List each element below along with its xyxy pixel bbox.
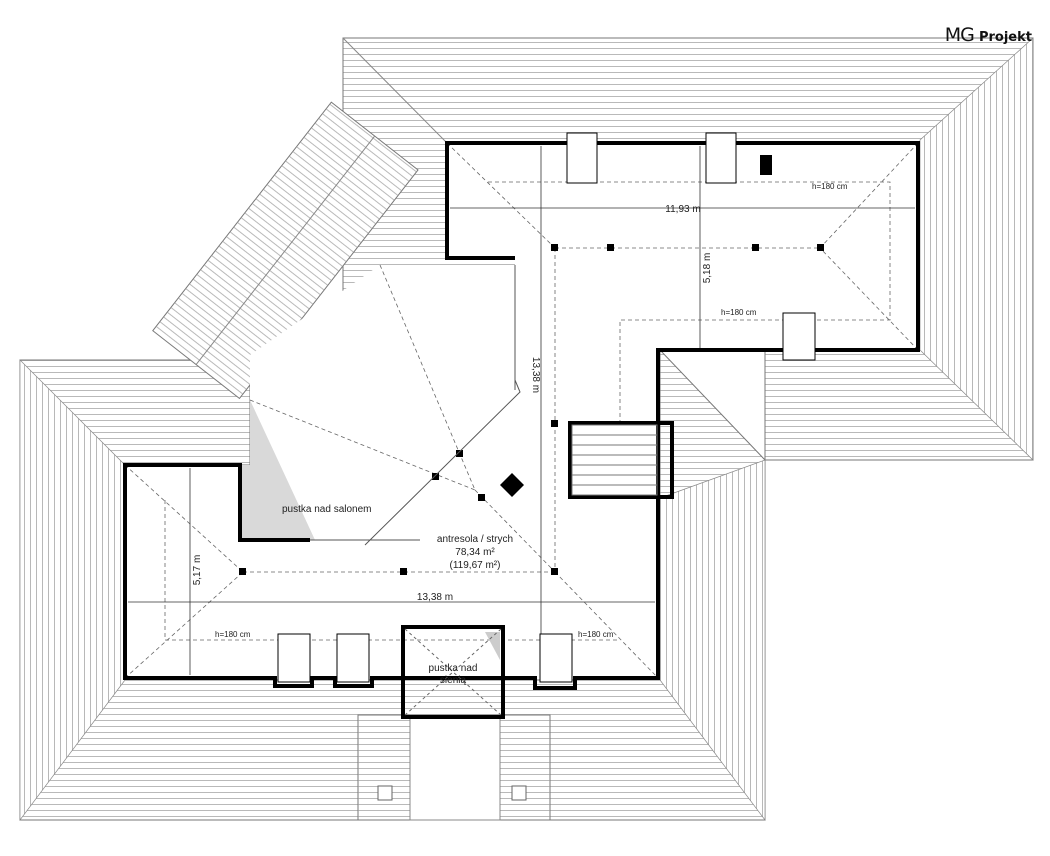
walls	[123, 141, 920, 719]
room-area: 78,34 m²	[455, 547, 495, 558]
dim-total-depth: 13,38 m	[530, 357, 541, 393]
posts	[239, 155, 824, 575]
height-upper-top: h=180 cm	[812, 182, 848, 191]
ridge-lines	[124, 142, 919, 679]
dim-lower-width: 13,38 m	[417, 592, 453, 603]
room-name: antresola / strych	[437, 534, 513, 545]
void-hall	[485, 632, 500, 660]
roof-bay-wing	[152, 101, 419, 400]
dim-lower-depth: 5,17 m	[192, 555, 203, 586]
roof-lower	[19, 348, 766, 822]
dimension-lines	[128, 146, 915, 675]
height-lower-left: h=180 cm	[215, 630, 251, 639]
roof-entrance	[357, 714, 551, 821]
attic-floor	[125, 143, 918, 678]
staircase	[571, 424, 658, 496]
void-hall-label-2: sienią	[440, 675, 467, 686]
dim-upper-depth: 5,18 m	[702, 253, 713, 284]
logo-brand: MG	[944, 24, 975, 46]
room-area-total: (119,67 m²)	[450, 560, 501, 571]
dormers	[277, 132, 816, 683]
logo-suffix: Projekt	[978, 30, 1032, 45]
railing	[310, 265, 521, 546]
height-lower-right: h=180 cm	[578, 630, 614, 639]
void-hall-label-1: pustka nad	[429, 663, 478, 674]
void-living	[240, 400, 315, 540]
company-logo: MG Projekt	[945, 24, 1032, 46]
height-upper-bottom: h=180 cm	[721, 308, 757, 317]
void-living-label: pustka nad salonem	[282, 504, 372, 515]
dim-upper-width: 11,93 m	[665, 204, 700, 215]
